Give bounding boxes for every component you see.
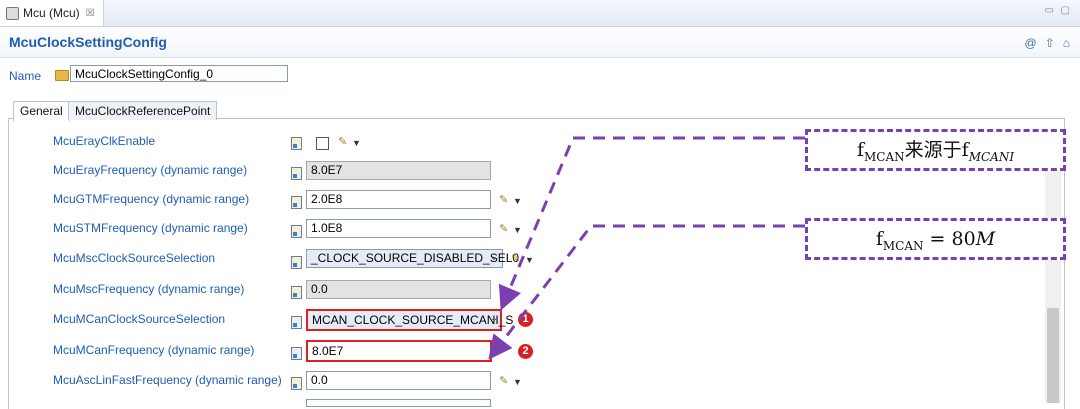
doc-icon (291, 225, 302, 238)
eray-clk-enable-checkbox[interactable] (316, 137, 329, 150)
doc-icon (291, 286, 302, 299)
editor-tab-mcu[interactable]: Mcu (Mcu) ☒ (0, 0, 104, 26)
mcan-clock-source-select[interactable]: MCAN_CLOCK_SOURCE_MCANI_S (306, 309, 513, 331)
scrollbar-thumb[interactable] (1047, 308, 1059, 403)
pencil-icon[interactable]: ✎ (338, 136, 348, 148)
folder-icon (55, 70, 69, 81)
name-label: Name (9, 69, 42, 83)
dropdown-chevron-icon[interactable]: ⌄ (490, 313, 499, 324)
label-mcu-asclin-fast-frequency: McuAscLinFastFrequency (dynamic range) (53, 373, 282, 387)
label-mcu-mcan-frequency: McuMCanFrequency (dynamic range) (53, 343, 255, 357)
editor-tab-strip (0, 0, 1080, 27)
pencil-icon[interactable]: ✎ (499, 194, 509, 206)
chevron-down-icon[interactable]: ▼ (513, 225, 522, 235)
home-icon[interactable]: ⌂ (1062, 36, 1070, 50)
doc-icon (291, 196, 302, 209)
label-mcu-msc-frequency: McuMscFrequency (dynamic range) (53, 282, 245, 296)
tab-mcu-clock-reference-point[interactable]: McuClockReferencePoint (68, 101, 218, 120)
dropdown-chevron-icon[interactable]: ⌄ (490, 252, 499, 263)
doc-icon (291, 137, 302, 150)
pencil-icon[interactable]: ✎ (499, 223, 509, 235)
maximize-icon[interactable]: ▢ (1060, 5, 1070, 16)
pencil-icon[interactable]: ✎ (499, 375, 509, 387)
label-mcu-stm-frequency: McuSTMFrequency (dynamic range) (53, 221, 248, 235)
label-mcu-eray-frequency: McuErayFrequency (dynamic range) (53, 163, 248, 177)
mcan-clock-source-value: MCAN_CLOCK_SOURCE_MCANI_S (312, 313, 514, 327)
chevron-down-icon[interactable]: ▼ (513, 196, 522, 206)
up-icon[interactable]: ⇧ (1044, 36, 1055, 50)
doc-icon (291, 377, 302, 390)
msc-clock-source-select[interactable]: _CLOCK_SOURCE_DISABLED_SEL0 (306, 249, 519, 268)
name-input[interactable]: McuClockSettingConfig_0 (70, 65, 288, 82)
msc-clock-source-value: _CLOCK_SOURCE_DISABLED_SEL0 (311, 251, 520, 265)
editor-tab-label: Mcu (Mcu) (23, 6, 80, 20)
annotation-mcan-frequency: fMCAN = 80M (805, 218, 1066, 260)
stm-frequency-field[interactable]: 1.0E8 (306, 219, 491, 238)
next-row-field-partial[interactable] (306, 399, 491, 407)
label-mcu-msc-clock-source-selection: McuMscClockSourceSelection (53, 251, 216, 265)
pencil-icon[interactable]: ✎ (511, 253, 521, 265)
annotation-mcan-source: fMCAN来源于fMCANI (805, 129, 1066, 171)
header-icons: @ ⇧ ⌂ (1025, 36, 1071, 50)
form-header (0, 27, 1080, 58)
arrow-to-mcan-source (498, 136, 805, 311)
page-title: McuClockSettingConfig (9, 34, 167, 50)
msc-frequency-field: 0.0 (306, 280, 491, 299)
doc-icon (291, 256, 302, 269)
label-mcu-mcan-clock-source-selection: McuMCanClockSourceSelection (53, 312, 226, 326)
chevron-down-icon[interactable]: ▼ (513, 377, 522, 387)
gtm-frequency-field[interactable]: 2.0E8 (306, 190, 491, 209)
doc-icon (291, 167, 302, 180)
doc-icon (291, 347, 302, 360)
at-icon[interactable]: @ (1024, 36, 1037, 50)
asclin-fast-frequency-field[interactable]: 0.0 (306, 371, 491, 390)
arrow-to-mcan-frequency (488, 224, 805, 360)
callout-badge-2: 2 (518, 344, 533, 359)
chevron-down-icon[interactable]: ▼ (352, 138, 361, 148)
mcu-module-icon (6, 6, 19, 20)
chevron-down-icon[interactable]: ▼ (525, 255, 534, 265)
minimize-icon[interactable]: ▭ (1044, 5, 1054, 16)
close-tab-icon[interactable]: ☒ (85, 7, 95, 19)
tab-general[interactable]: General (13, 101, 70, 121)
doc-icon (291, 316, 302, 329)
eray-frequency-field: 8.0E7 (306, 161, 491, 180)
label-mcu-eray-clk-enable: McuErayClkEnable (53, 134, 156, 148)
label-mcu-gtm-frequency: McuGTMFrequency (dynamic range) (53, 192, 250, 206)
